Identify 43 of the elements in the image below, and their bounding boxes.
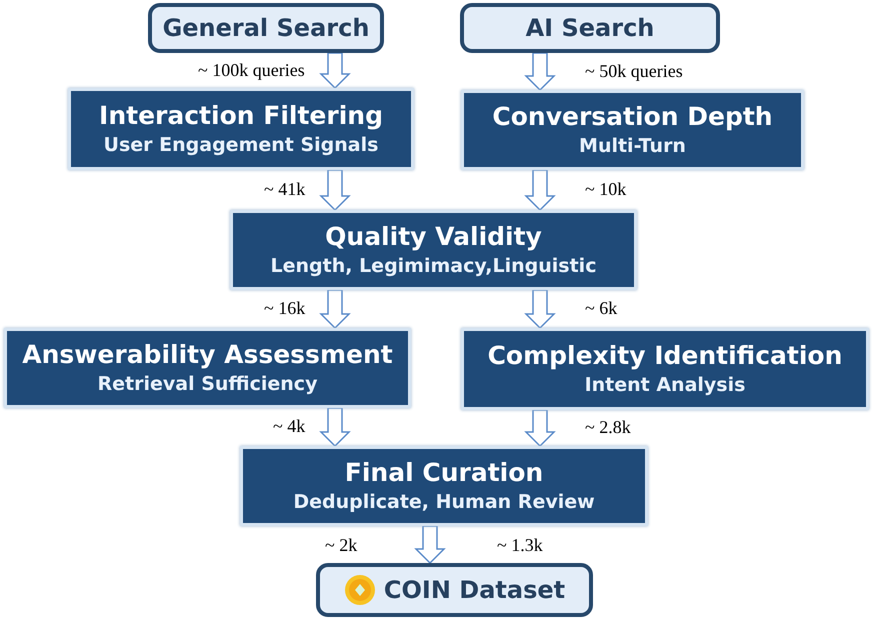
count-label: ~ 1.3k [497,535,543,556]
process-box [4,328,411,408]
count-label: ~ 2k [325,535,358,556]
block-arrow [524,289,556,330]
box-title: Conversation Depth [492,101,773,133]
process-box [230,210,637,290]
box-subtitle: Deduplicate, Human Review [293,490,595,515]
box-subtitle: Intent Analysis [584,373,746,398]
process-box [461,328,869,410]
box-subtitle: User Engagement Signals [104,133,378,158]
block-arrow [319,52,351,90]
block-arrow [319,407,351,448]
box-subtitle: Length, Legimimacy,Linguistic [270,254,596,279]
box-title: Answerability Assessment [22,339,393,371]
block-arrow [524,169,556,212]
block-arrow [524,409,556,448]
edge-label: ~ 6k [585,298,618,319]
block-arrow [414,525,446,564]
box-title: Interaction Filtering [99,100,383,132]
process-box [240,446,648,526]
rounded-box [148,3,384,53]
edge-label: ~ 16k [264,298,306,319]
edge-label: ~ 100k queries [198,60,305,80]
block-arrow [319,289,351,330]
box-subtitle: Multi-Turn [579,134,686,159]
box-title: AI Search [526,14,654,42]
box-subtitle: Retrieval Sufficiency [98,372,318,397]
box-title: General Search [162,14,370,42]
box-title: Final Curation [344,457,544,489]
process-box [68,88,414,170]
box-title: COIN Dataset [384,576,566,604]
block-arrow [524,52,556,92]
rounded-box [316,563,593,617]
rounded-box [460,3,720,53]
edge-label: ~ 4k [273,416,306,437]
block-arrow [319,169,351,212]
edge-label: ~ 50k queries [585,60,683,82]
edge-label: ~ 10k [585,179,626,200]
box-title: Complexity Identification [488,340,842,372]
edge-label: ~ 41k [264,179,306,200]
edge-label: ~ 2.8k [585,417,631,438]
process-box [461,90,804,170]
box-title: Quality Validity [325,221,542,253]
